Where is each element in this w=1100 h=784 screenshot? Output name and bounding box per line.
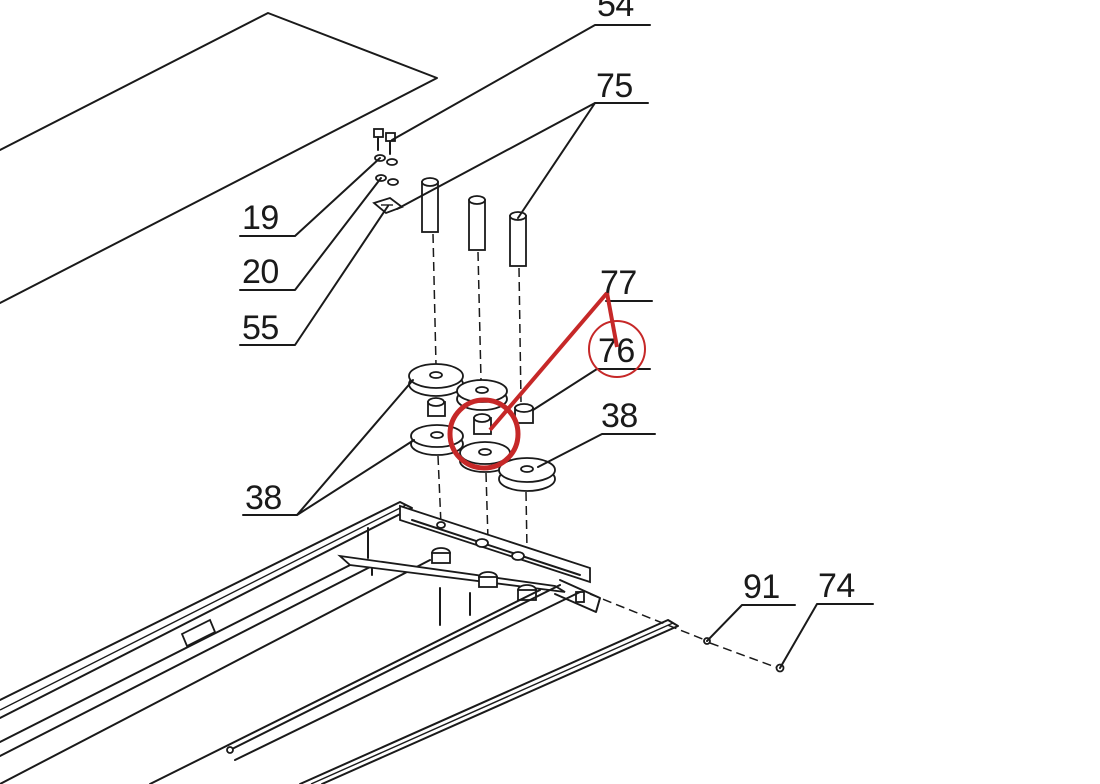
highlight-circle-part xyxy=(447,397,521,471)
callout-91: 91 xyxy=(743,568,780,606)
callout-38-right: 38 xyxy=(601,397,638,435)
base-frame xyxy=(0,501,679,784)
callout-19: 19 xyxy=(242,199,279,237)
pulley-upper-left xyxy=(408,363,464,397)
spacer-highlighted xyxy=(473,413,492,435)
screw-54 xyxy=(373,128,396,155)
callout-55: 55 xyxy=(242,309,279,347)
top-panel xyxy=(0,12,438,304)
shaft-middle xyxy=(468,195,486,381)
callout-74: 74 xyxy=(818,567,855,605)
highlight-arrow-tick xyxy=(605,292,619,348)
callout-20: 20 xyxy=(242,253,279,291)
highlight-arrow-line xyxy=(488,291,609,432)
spacer-right xyxy=(514,403,534,424)
callout-75: 75 xyxy=(596,67,633,105)
red-annotation xyxy=(447,291,646,471)
highlight-circle-label xyxy=(588,320,646,378)
pulley-lower-right xyxy=(498,457,556,492)
leader-lines xyxy=(239,24,874,669)
shaft-left xyxy=(421,177,439,366)
callout-54: 54 xyxy=(597,0,634,24)
callout-labels: 54 75 19 20 55 77 76 38 38 91 74 xyxy=(242,0,855,606)
spacer-left xyxy=(427,397,446,417)
shaft-right xyxy=(509,211,527,403)
callout-38-left: 38 xyxy=(245,479,282,517)
